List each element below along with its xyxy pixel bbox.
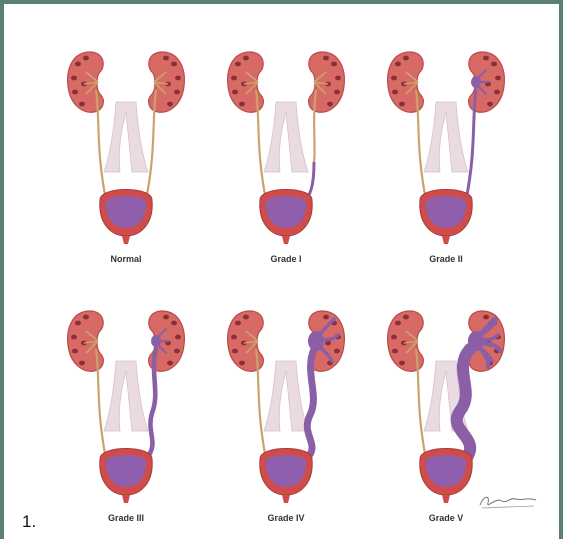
calyx-spot: [83, 56, 89, 61]
calyx-spot: [72, 349, 78, 354]
calyx-spot: [167, 102, 173, 107]
calyx-spot: [495, 76, 501, 81]
calyx-spot: [174, 90, 180, 95]
figure-number: 1.: [22, 512, 36, 532]
calyx-spot: [239, 361, 245, 366]
urethra: [122, 236, 130, 244]
panel-label: Normal: [110, 254, 141, 264]
calyx-spot: [323, 56, 329, 61]
panel-group: Normal Grade I Grade II Grade III Grade IV Gr…: [68, 52, 505, 523]
calyx-spot: [231, 76, 237, 81]
urethra: [442, 495, 450, 503]
vessels: [104, 102, 148, 172]
calyx-spot: [483, 56, 489, 61]
panel-grade-ii: Grade II: [388, 52, 505, 264]
ureter-right-tortuous: [457, 349, 470, 459]
calyx-spot: [235, 62, 241, 67]
calyx-spot: [395, 321, 401, 326]
kidney-right: [468, 311, 504, 371]
calyx-spot: [163, 56, 169, 61]
calyx-spot: [79, 102, 85, 107]
calyx-spot: [232, 90, 238, 95]
vessels: [424, 102, 468, 172]
urethra: [282, 236, 290, 244]
calyx-spot: [71, 335, 77, 340]
calyx-spot: [403, 56, 409, 61]
panel-label: Grade V: [429, 513, 464, 523]
calyx-spot: [171, 62, 177, 67]
calyx-spot: [491, 62, 497, 67]
urethra: [442, 236, 450, 244]
calyx-spot: [231, 335, 237, 340]
calyx-spot: [335, 76, 341, 81]
calyx-spot: [75, 62, 81, 67]
vessels: [264, 361, 308, 431]
ureter-right-upper: [314, 90, 316, 162]
panel-label: Grade IV: [267, 513, 304, 523]
calyx-spot: [327, 102, 333, 107]
calyx-spot: [392, 90, 398, 95]
calyx-spot: [71, 76, 77, 81]
calyx-spot: [235, 321, 241, 326]
vessels: [264, 102, 308, 172]
calyx-spot: [392, 349, 398, 354]
reflux-grades-illustration: Normal Grade I Grade II Grade III Grade IV Gr…: [4, 4, 563, 543]
calyx-spot: [75, 321, 81, 326]
calyx-spot: [399, 361, 405, 366]
renal-pelvis: [151, 335, 161, 347]
calyx-spot: [175, 76, 181, 81]
panel-label: Grade II: [429, 254, 463, 264]
calyx-spot: [243, 315, 249, 320]
calyx-spot: [334, 90, 340, 95]
calyx-spot: [483, 315, 489, 320]
panel-grade-iv: Grade IV: [228, 311, 345, 523]
calyx-spot: [331, 62, 337, 67]
ureter-right-dilated: [306, 349, 314, 459]
panel-normal: Normal: [68, 52, 185, 264]
calyx-spot: [79, 361, 85, 366]
urethra: [282, 495, 290, 503]
calyx-spot: [391, 76, 397, 81]
calyx-spot: [243, 56, 249, 61]
calyx-spot: [391, 335, 397, 340]
calyx-spot: [174, 349, 180, 354]
calyx-spot: [83, 315, 89, 320]
renal-pelvis: [471, 76, 481, 88]
artist-signature: [476, 491, 542, 513]
calyx-spot: [494, 90, 500, 95]
calyx-spot: [334, 349, 340, 354]
calyx-spot: [403, 315, 409, 320]
calyx-spot: [171, 321, 177, 326]
panel-label: Grade III: [108, 513, 144, 523]
panel-grade-i: Grade I: [228, 52, 345, 264]
calyx-spot: [487, 102, 493, 107]
calyx-spot: [232, 349, 238, 354]
calyx-spot: [167, 361, 173, 366]
vessels: [104, 361, 148, 431]
calyx-spot: [239, 102, 245, 107]
calyx-spot: [175, 335, 181, 340]
panel-label: Grade I: [270, 254, 301, 264]
calyx-spot: [163, 315, 169, 320]
calyx-spot: [72, 90, 78, 95]
calyx-spot: [323, 315, 329, 320]
urethra: [122, 495, 130, 503]
calyx-spot: [395, 62, 401, 67]
panel-grade-iii: Grade III: [68, 311, 185, 523]
calyx-spot: [399, 102, 405, 107]
